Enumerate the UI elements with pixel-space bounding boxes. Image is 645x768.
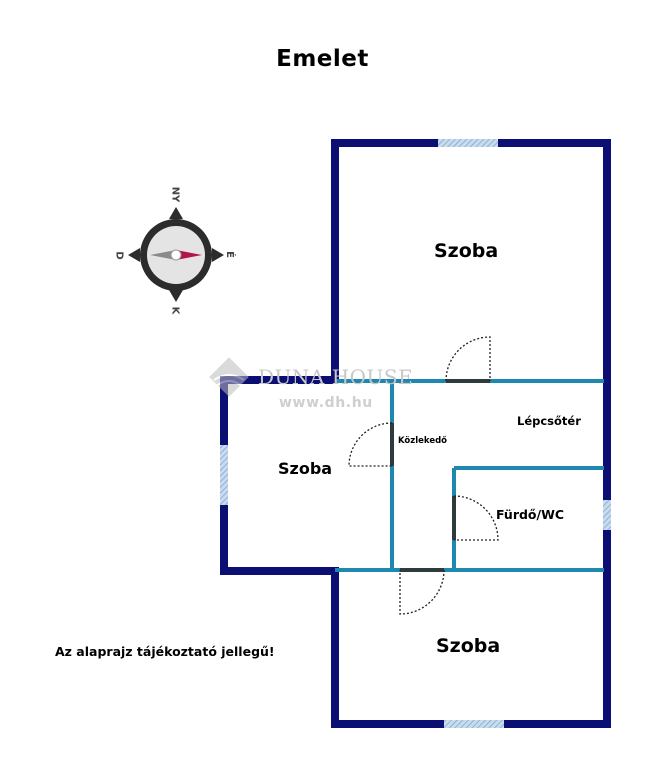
room-label-lepcsoter: Lépcsőtér: [517, 414, 581, 428]
door-swing-top-room: [445, 336, 491, 382]
door-swing-left-room: [348, 422, 393, 467]
compass-label-east: É: [223, 251, 235, 258]
compass-hub: [170, 249, 182, 261]
room-label-szoba-left: Szoba: [278, 459, 333, 478]
compass-needle-west: [150, 250, 176, 260]
window-top: [438, 139, 498, 147]
inner-walls: [335, 379, 604, 572]
window-left: [220, 445, 228, 505]
outer-walls: [220, 139, 611, 728]
outer-wall-upper: [220, 139, 611, 728]
door-swing-bottom-room: [399, 569, 445, 615]
window-right: [603, 500, 611, 530]
window-bottom: [444, 720, 504, 728]
compass-label-north: NY: [169, 186, 181, 203]
floor-title: Emelet: [276, 46, 369, 72]
compass-point-east: [212, 248, 224, 262]
room-label-kozlekedo: Közlekedő: [398, 436, 448, 446]
watermark-url: www.dh.hu: [279, 395, 373, 411]
compass-point-south: [169, 290, 183, 302]
compass-point-north: [169, 207, 183, 219]
watermark-brand: DUNA HOUSE: [258, 365, 414, 389]
windows: [220, 139, 611, 728]
compass: [128, 207, 224, 302]
compass-label-west: D: [113, 251, 125, 260]
compass-point-west: [128, 248, 140, 262]
doors: [348, 336, 499, 615]
room-label-szoba-bottom: Szoba: [436, 635, 501, 657]
compass-label-south: K: [169, 306, 181, 315]
compass-needle-east: [176, 250, 202, 260]
disclaimer-note: Az alaprajz tájékoztató jellegű!: [55, 644, 275, 659]
room-label-furdo-wc: Fürdő/WC: [496, 507, 565, 522]
room-label-szoba-top: Szoba: [434, 240, 499, 262]
watermark-logo: [209, 357, 249, 397]
door-swing-bath: [453, 495, 499, 541]
